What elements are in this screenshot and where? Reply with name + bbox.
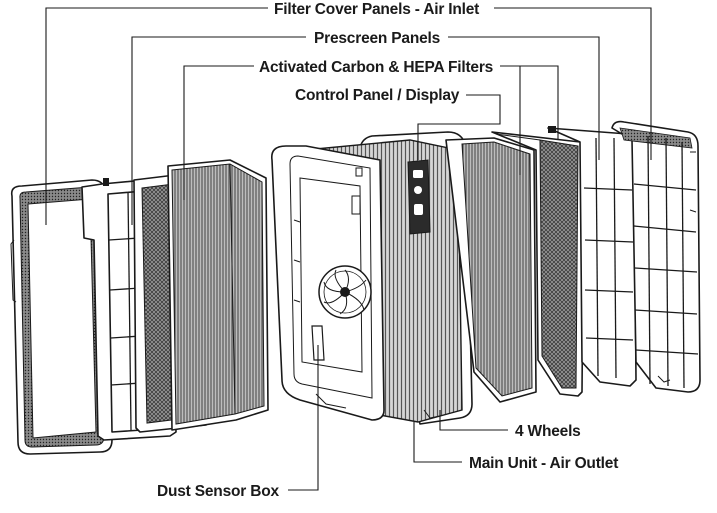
fan-icon — [318, 265, 372, 319]
leader-main-unit — [413, 422, 462, 463]
label-dust-sensor: Dust Sensor Box — [157, 483, 279, 500]
leader-filter-cover-left — [45, 7, 268, 225]
label-carbon-hepa: Activated Carbon & HEPA Filters — [259, 59, 493, 76]
leader-filter-cover-right — [494, 7, 652, 160]
leader-prescreen-right — [448, 36, 600, 160]
leader-wheels — [439, 410, 508, 431]
label-wheels: 4 Wheels — [515, 423, 581, 440]
left-filter-cover-panel — [10, 179, 113, 455]
right-prescreen-panel — [547, 126, 637, 387]
right-carbon-filter — [491, 131, 585, 397]
leader-control-panel — [417, 94, 501, 160]
label-control-panel: Control Panel / Display — [295, 87, 460, 104]
right-hepa-filter — [445, 137, 537, 403]
control-panel-display — [407, 159, 431, 235]
label-filter-cover: Filter Cover Panels - Air Inlet — [274, 1, 479, 18]
leader-carbon-hepa-right2 — [500, 65, 521, 175]
main-unit — [270, 131, 473, 425]
leader-carbon-hepa-left — [183, 65, 254, 200]
leader-lines — [45, 7, 652, 491]
leader-prescreen-left — [131, 36, 306, 225]
right-filter-cover-panel — [611, 120, 701, 393]
left-hepa-filter — [167, 159, 269, 431]
display-icons — [413, 170, 423, 215]
label-prescreen: Prescreen Panels — [314, 30, 440, 47]
leader-dust-sensor — [288, 345, 319, 491]
label-main-unit: Main Unit - Air Outlet — [469, 455, 618, 472]
